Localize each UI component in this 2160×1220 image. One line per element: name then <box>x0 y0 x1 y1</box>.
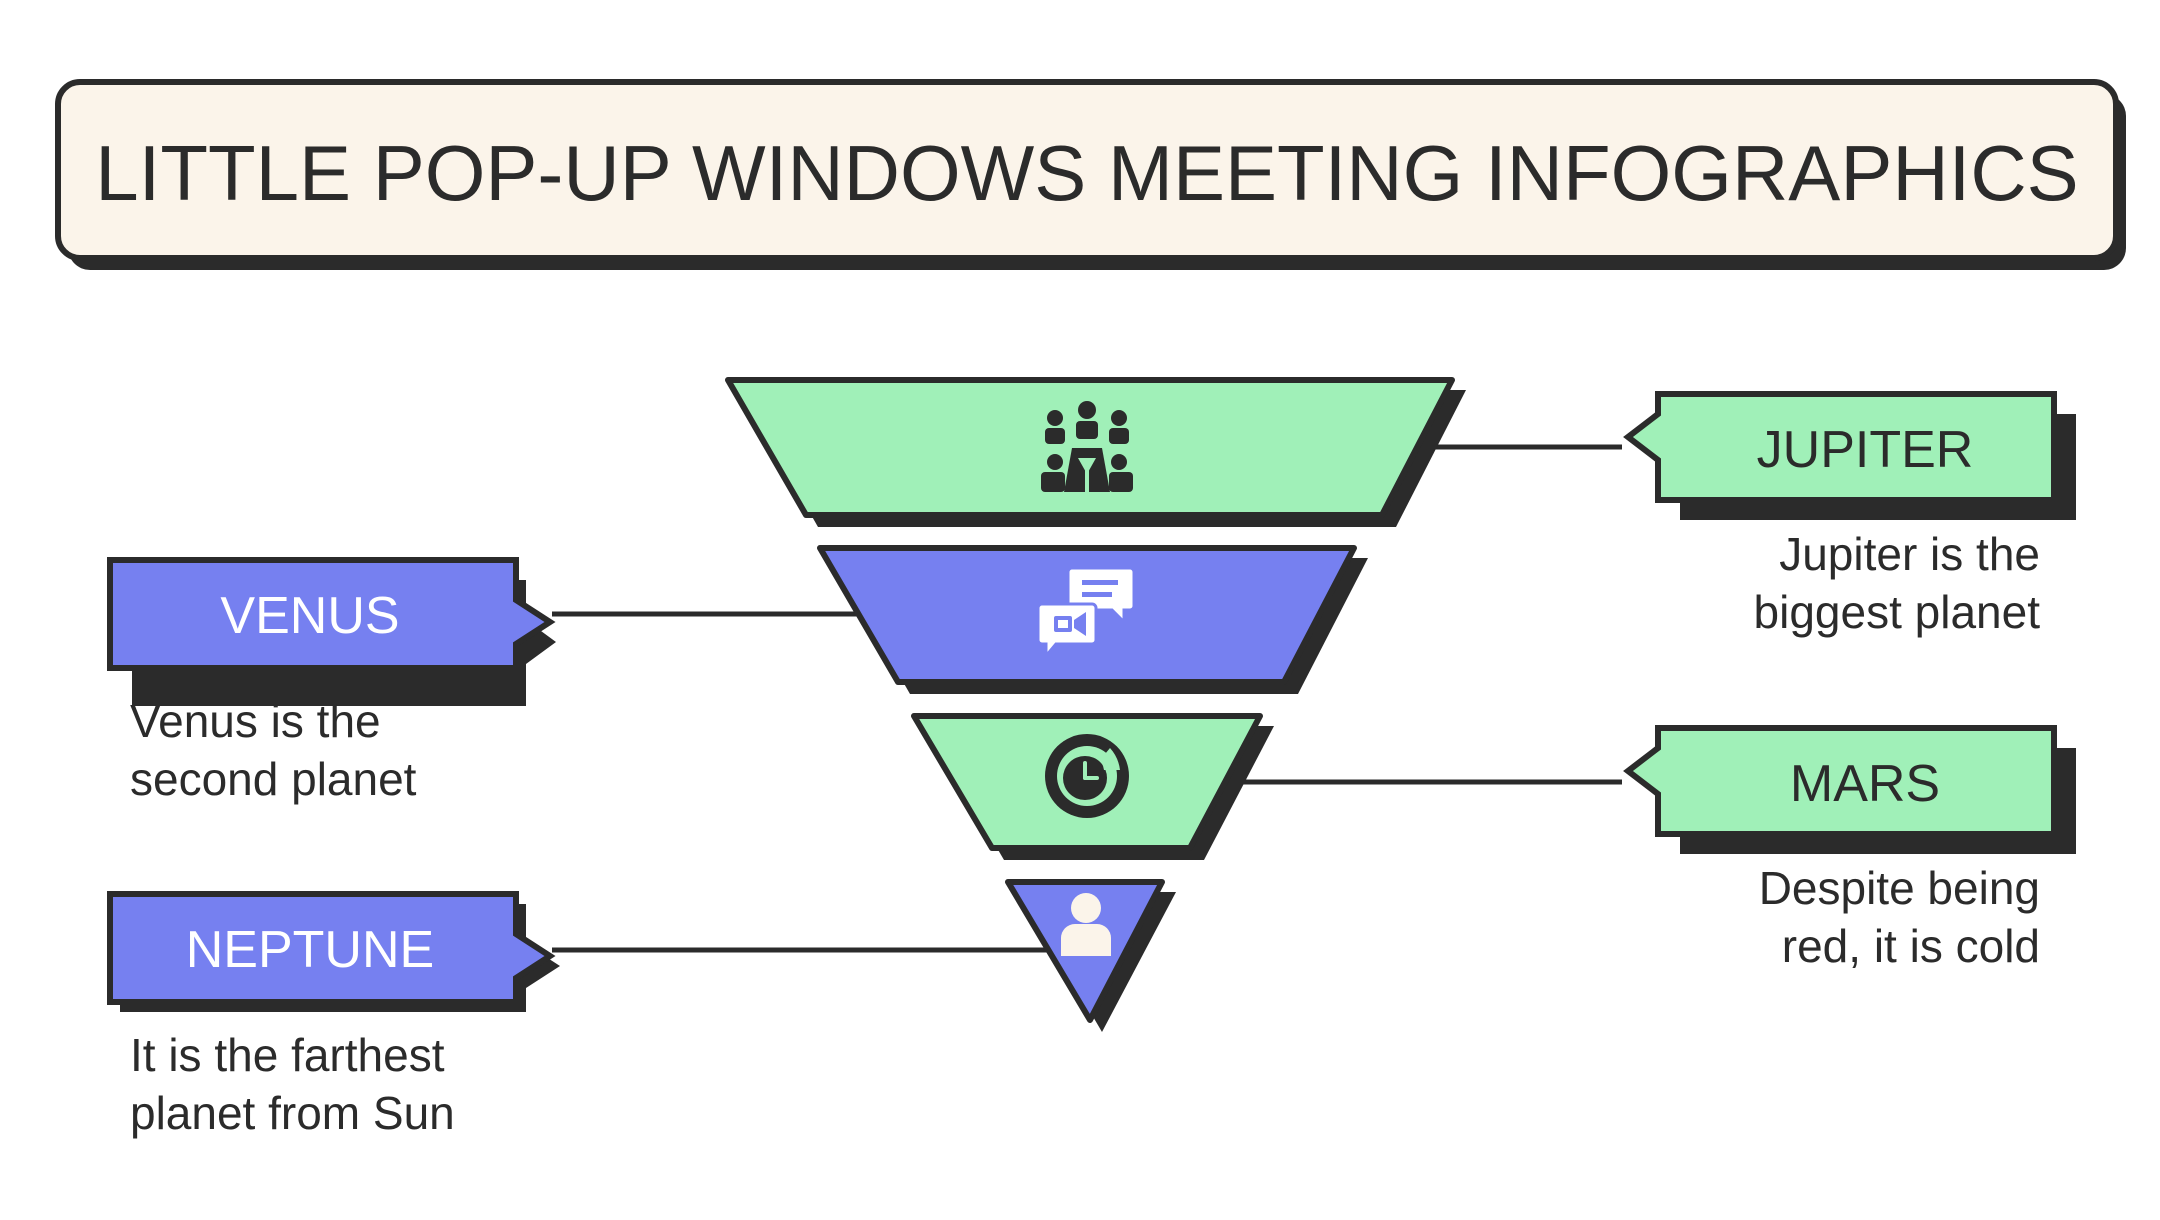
connector-lines <box>552 444 1622 953</box>
label-mars: MARS <box>1623 725 2076 854</box>
group-meeting-icon <box>1041 401 1133 492</box>
desc-neptune-line2: planet from Sun <box>130 1087 455 1139</box>
desc-neptune: It is the farthest planet from Sun <box>130 1029 455 1139</box>
desc-mars-line1: Despite being <box>1759 862 2040 914</box>
title-banner: LITTLE POP-UP WINDOWS MEETING INFOGRAPHI… <box>55 79 2126 270</box>
clock-icon <box>1045 734 1129 818</box>
desc-neptune-line1: It is the farthest <box>130 1029 445 1081</box>
label-venus-text: VENUS <box>220 587 399 645</box>
desc-jupiter-line1: Jupiter is the <box>1779 528 2040 580</box>
video-chat-icon <box>1036 566 1136 661</box>
label-neptune: NEPTUNE <box>107 891 560 1012</box>
desc-jupiter-line2: biggest planet <box>1754 586 2041 638</box>
desc-venus-line1: Venus is the <box>130 695 381 747</box>
desc-venus: Venus is the second planet <box>130 695 417 805</box>
desc-jupiter: Jupiter is the biggest planet <box>1754 528 2041 638</box>
desc-mars: Despite being red, it is cold <box>1759 862 2040 972</box>
label-venus: VENUS <box>107 557 556 706</box>
person-icon <box>1061 893 1111 956</box>
label-jupiter: JUPITER <box>1623 391 2076 520</box>
desc-mars-line2: red, it is cold <box>1782 920 2040 972</box>
label-mars-text: MARS <box>1790 755 1940 813</box>
label-neptune-text: NEPTUNE <box>186 921 434 979</box>
page-title: LITTLE POP-UP WINDOWS MEETING INFOGRAPHI… <box>95 129 2078 217</box>
desc-venus-line2: second planet <box>130 753 417 805</box>
label-jupiter-text: JUPITER <box>1757 421 1974 479</box>
